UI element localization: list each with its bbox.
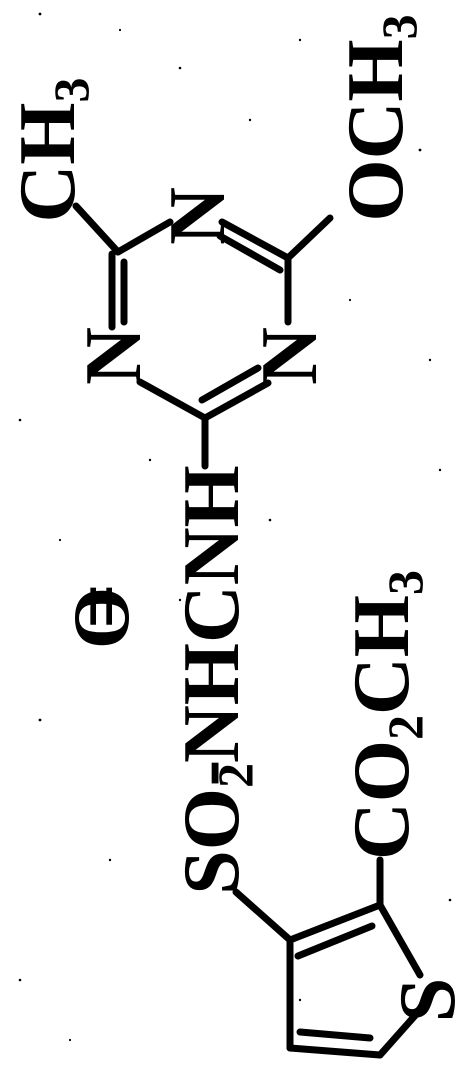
bond-c-bottom-to-n-left — [136, 378, 209, 422]
bond-so2-to-thiophene — [232, 888, 294, 944]
thiophene-ring-bonds — [286, 901, 424, 1059]
label-carbonyl-o: O — [58, 587, 146, 649]
bond-s-c5 — [376, 1006, 424, 1059]
label-sulfonylurea-dash: - — [164, 760, 252, 787]
label-n-right: N — [246, 327, 334, 385]
bond-c-ch3-to-n-top — [114, 218, 174, 256]
bond-n-right-to-c-bottom-double — [198, 364, 262, 404]
bond-n-top-to-c-och3 — [218, 218, 292, 262]
bond-c3-c2-double — [294, 922, 376, 960]
bond-c2-s — [376, 901, 424, 979]
label-ester: CO2CH3 — [338, 570, 433, 860]
triazine-ring-bonds — [108, 218, 292, 422]
bond-c5-c4 — [286, 1044, 384, 1059]
scan-noise — [18, 12, 452, 1042]
label-n-top: N — [154, 187, 242, 245]
bond-c3-c2 — [286, 901, 384, 944]
bond-n-right-to-c-bottom — [201, 379, 272, 422]
label-ch3: CH3 — [4, 77, 99, 222]
label-sulfonylurea: SO2NHCNH — [168, 465, 263, 895]
bond-c5-c4-double — [296, 1028, 374, 1042]
bond-n-top-to-c-och3-double — [216, 232, 284, 274]
label-n-left: N — [70, 327, 158, 385]
bond-och3 — [284, 214, 334, 262]
bond-ch3 — [72, 202, 122, 256]
label-och3: OCH3 — [332, 14, 427, 221]
label-thiophene-s: S — [384, 978, 470, 1023]
carbonyl-double-bond: = — [58, 583, 146, 629]
